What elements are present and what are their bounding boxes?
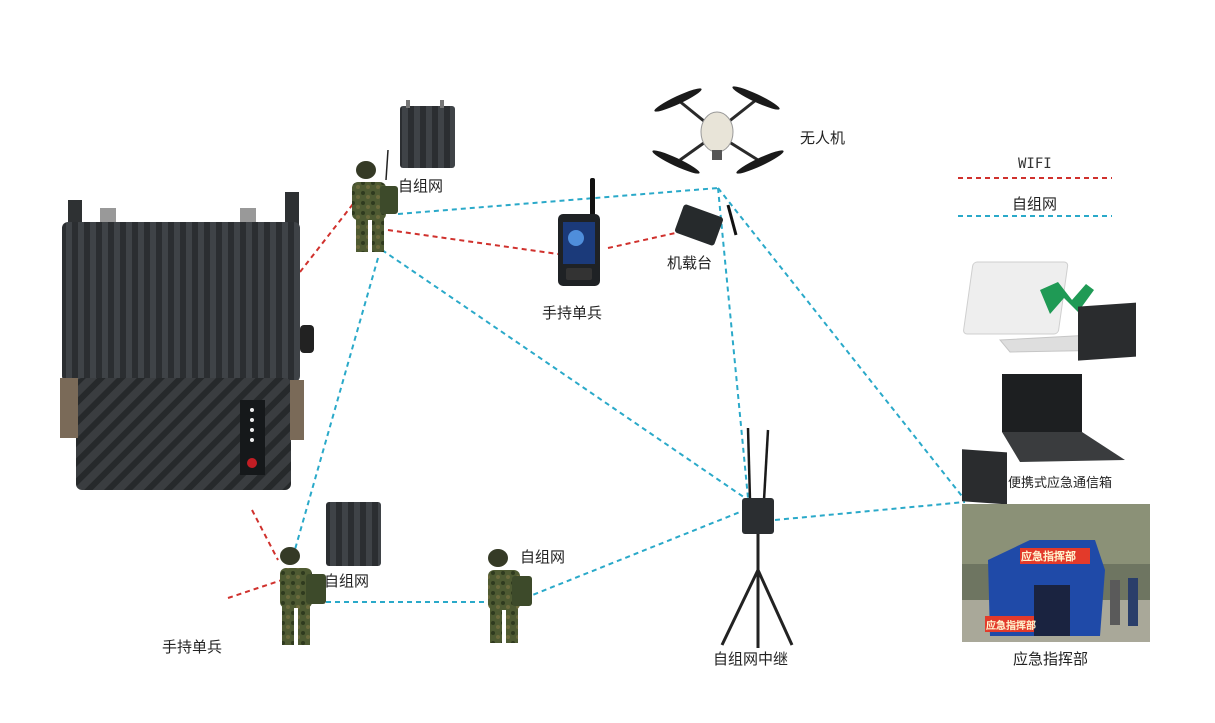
relay-tripod-icon: [720, 427, 794, 648]
mesh-radio-unit-icon: [60, 192, 314, 490]
adhoc-link: [381, 249, 749, 501]
legend-adhoc-label: 自组网: [1012, 195, 1058, 213]
command-tent-icon: [962, 504, 1150, 642]
tent-sign-side: 应急指挥部: [986, 621, 1036, 632]
soldier-bottom-left-label: 自组网: [324, 572, 370, 590]
tent-sign-top: 应急指挥部: [1021, 550, 1076, 563]
adhoc-link: [524, 509, 746, 599]
rugged-laptop-icon: [962, 302, 1136, 505]
handheld-radio-icon: [558, 178, 600, 286]
relay-label: 自组网中继: [713, 650, 789, 668]
handheld-top-label: 手持单兵: [542, 304, 603, 322]
handheld-bottom-label: 手持单兵: [162, 638, 223, 656]
backpack-radio-icon: [326, 502, 381, 566]
adhoc-link: [291, 257, 379, 561]
wifi-link: [251, 509, 279, 561]
legend-wifi-label: WIFI: [1018, 156, 1052, 172]
soldier-bottom-mid-label: 自组网: [520, 548, 566, 566]
adhoc-link: [717, 187, 966, 501]
portable-box-label: 便携式应急通信箱: [1008, 476, 1113, 491]
soldier-icon: [488, 549, 532, 643]
soldier-icon: [280, 547, 326, 645]
wifi-link: [607, 231, 681, 249]
wifi-link: [227, 579, 283, 599]
soldier-top-label: 自组网: [398, 177, 444, 195]
wifi-link: [387, 229, 566, 256]
wifi-link: [299, 194, 361, 273]
drone-label: 无人机: [800, 129, 846, 147]
drone-icon: [652, 86, 784, 174]
vehicle-radio-label: 机载台: [667, 254, 713, 272]
adhoc-link: [397, 187, 719, 215]
adhoc-link: [774, 501, 966, 521]
soldier-icon: [352, 149, 398, 252]
vehicle-radio-icon: [674, 204, 738, 246]
command-post-label: 应急指挥部: [1013, 650, 1089, 668]
adhoc-link: [717, 187, 749, 499]
legend: [958, 177, 1112, 217]
backpack-radio-icon: [400, 100, 455, 168]
